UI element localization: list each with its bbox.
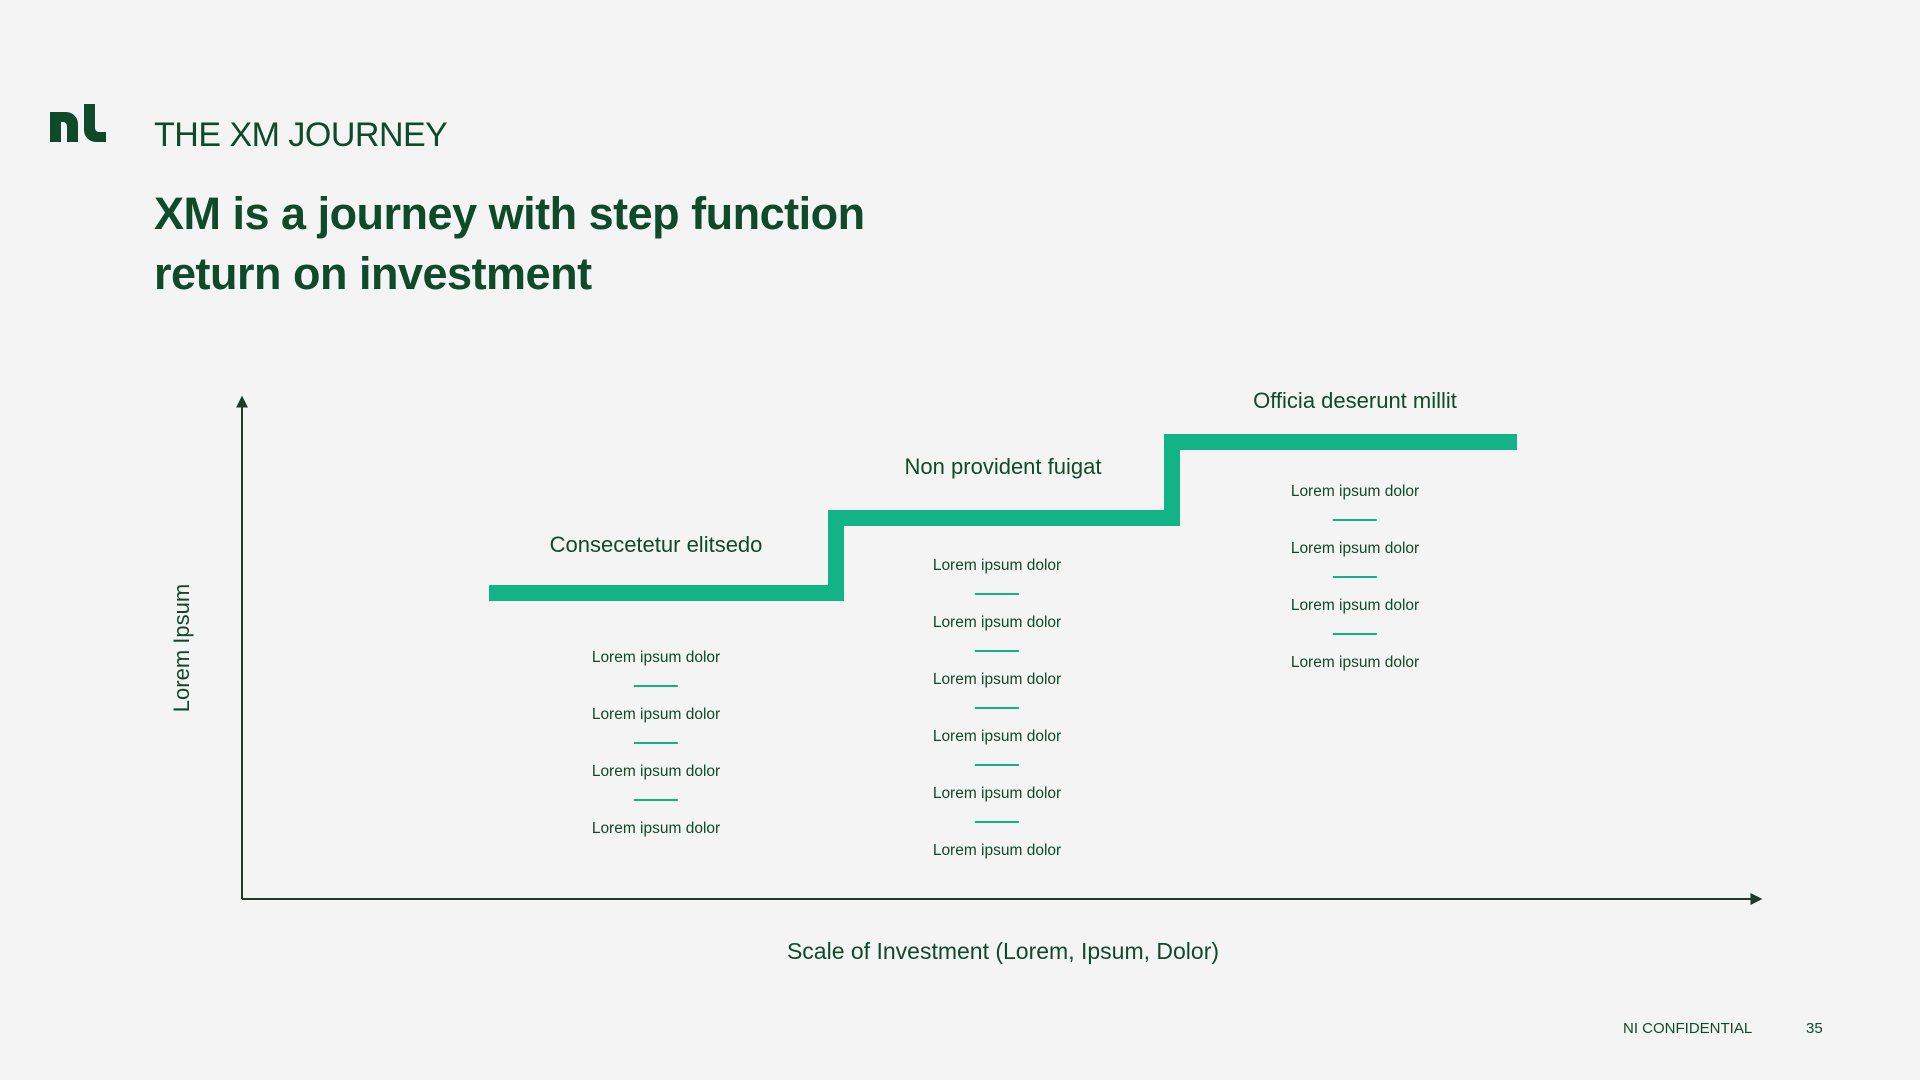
- step-1-title: Consecetetur elitsedo: [549, 532, 763, 557]
- slide-headline: XM is a journey with step function retur…: [154, 188, 865, 299]
- step-3-title: Officia deserunt millit: [1253, 388, 1457, 413]
- item-divider: [1332, 633, 1377, 635]
- step-2-item: Lorem ipsum dolor: [932, 728, 1062, 745]
- item-divider: [633, 799, 678, 801]
- step-2-items: Lorem ipsum dolor Lorem ipsum dolor Lore…: [933, 556, 1061, 861]
- x-axis-label: Scale of Investment (Lorem, Ipsum, Dolor…: [786, 938, 1220, 964]
- y-axis-label: Lorem Ipsum: [169, 583, 194, 713]
- item-divider: [974, 707, 1019, 709]
- step-2-item: Lorem ipsum dolor: [932, 614, 1062, 631]
- step-1-items: Lorem ipsum dolor Lorem ipsum dolor Lore…: [592, 648, 720, 839]
- ni-logo: [50, 104, 106, 142]
- step-3-item: Lorem ipsum dolor: [1290, 483, 1420, 500]
- step-1-item: Lorem ipsum dolor: [591, 763, 721, 780]
- section-eyebrow: THE XM JOURNEY: [154, 116, 448, 154]
- step-2-item: Lorem ipsum dolor: [932, 785, 1062, 802]
- step-1-item: Lorem ipsum dolor: [591, 820, 721, 837]
- step-line: [489, 434, 1517, 601]
- item-divider: [974, 764, 1019, 766]
- item-divider: [974, 821, 1019, 823]
- item-divider: [1332, 576, 1377, 578]
- step-3-items: Lorem ipsum dolor Lorem ipsum dolor Lore…: [1291, 482, 1419, 673]
- step-3-item: Lorem ipsum dolor: [1290, 597, 1420, 614]
- item-divider: [974, 593, 1019, 595]
- step-2-item: Lorem ipsum dolor: [932, 842, 1062, 859]
- step-2-item: Lorem ipsum dolor: [932, 671, 1062, 688]
- page-number: 35: [1806, 1020, 1823, 1037]
- item-divider: [974, 650, 1019, 652]
- step-2-title: Non provident fuigat: [904, 454, 1102, 479]
- confidential-label: NI CONFIDENTIAL: [1623, 1020, 1753, 1037]
- step-1-item: Lorem ipsum dolor: [591, 649, 721, 666]
- step-1-item: Lorem ipsum dolor: [591, 706, 721, 723]
- step-2-item: Lorem ipsum dolor: [932, 557, 1062, 574]
- item-divider: [633, 742, 678, 744]
- step-3-item: Lorem ipsum dolor: [1290, 540, 1420, 557]
- item-divider: [633, 685, 678, 687]
- item-divider: [1332, 519, 1377, 521]
- step-3-item: Lorem ipsum dolor: [1290, 654, 1420, 671]
